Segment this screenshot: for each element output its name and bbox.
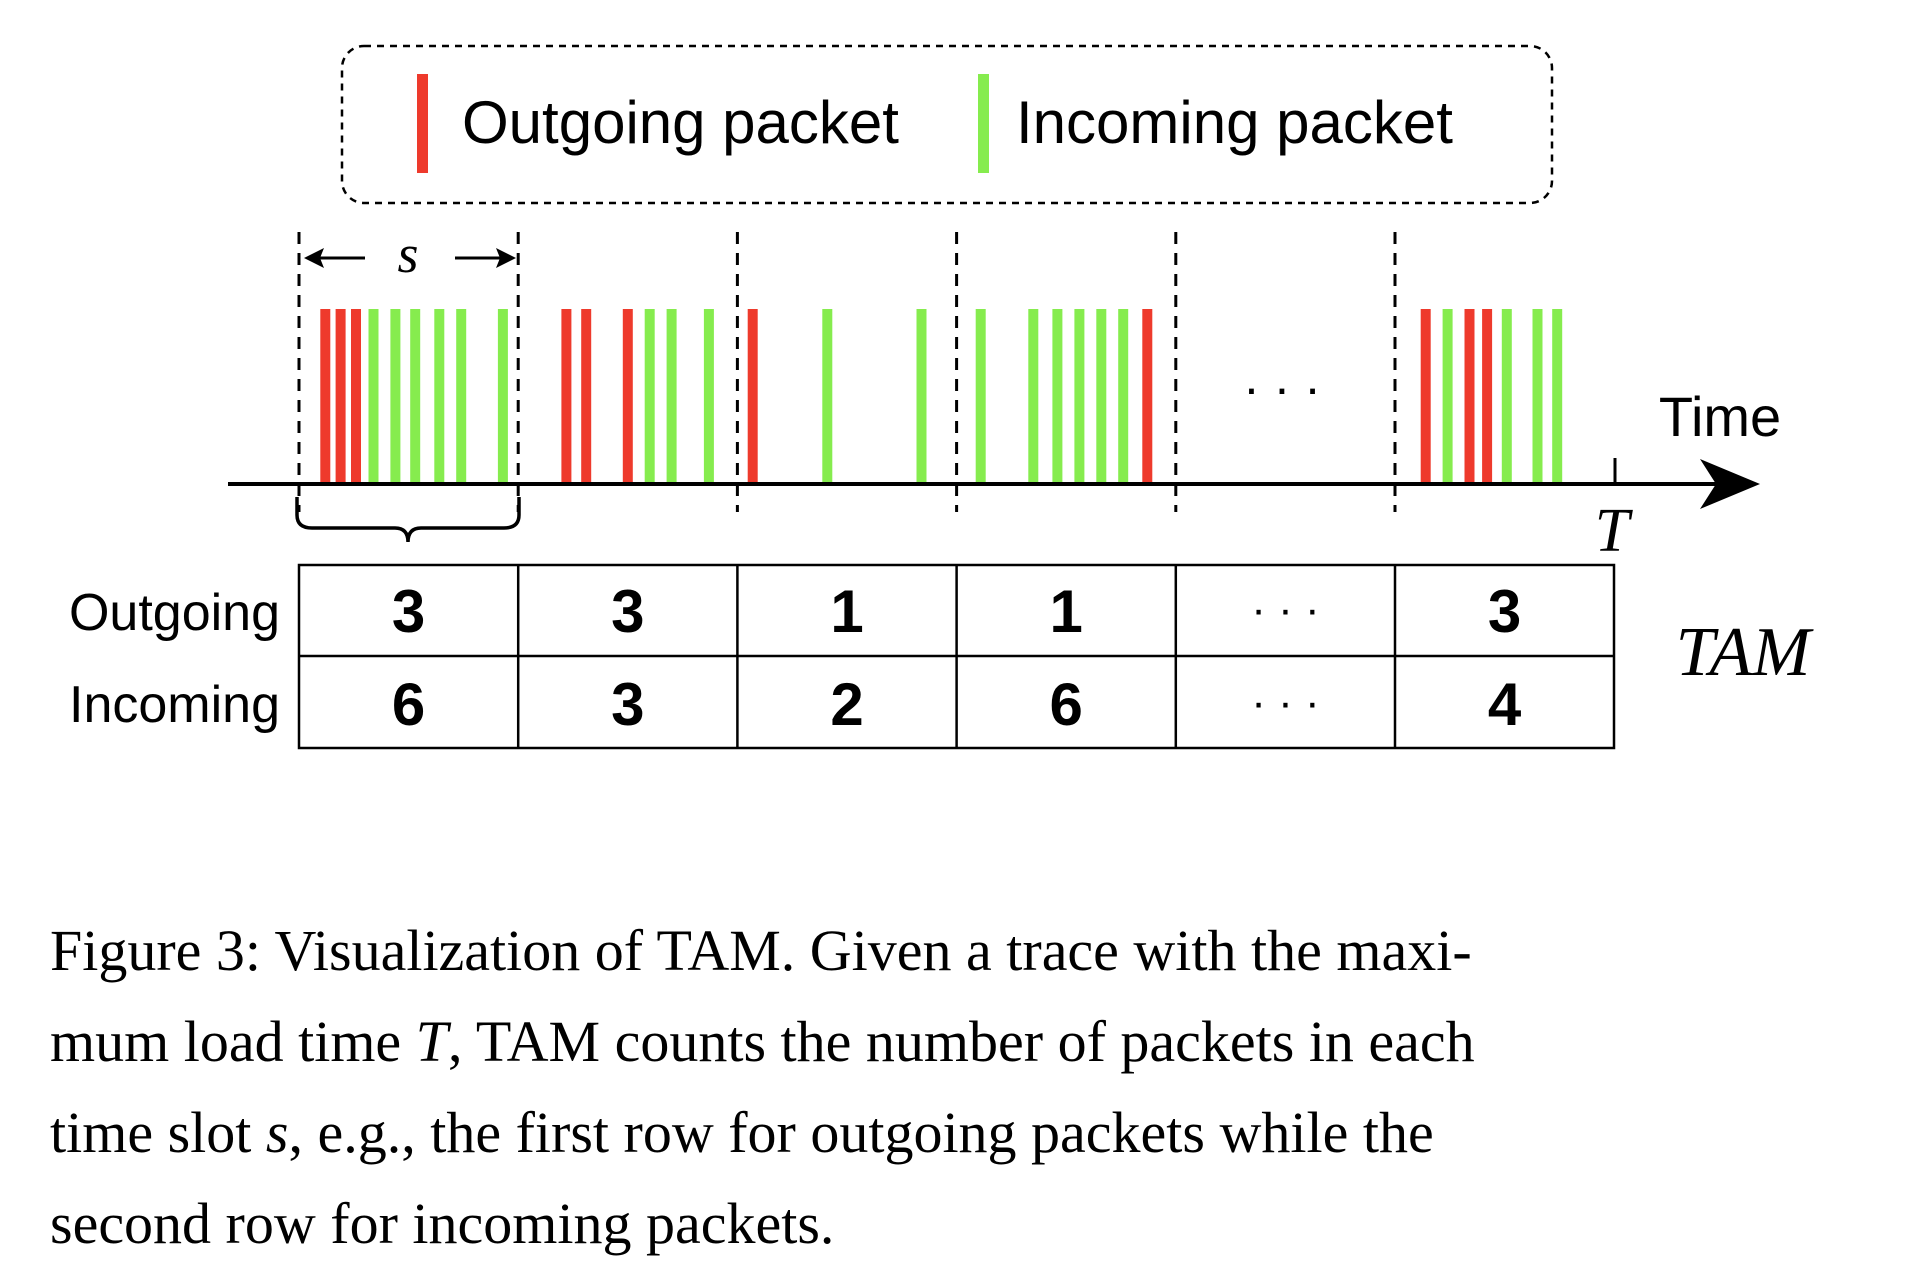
packet-incoming-slot1-4 bbox=[434, 309, 445, 482]
cell-outgoing-5: · · · bbox=[1251, 585, 1319, 634]
cell-outgoing-6: 3 bbox=[1488, 578, 1521, 645]
legend-box bbox=[340, 44, 1554, 205]
packet-incoming-slot1-2 bbox=[390, 309, 401, 482]
timeline-ellipsis: · · · bbox=[1243, 360, 1321, 416]
packet-incoming-slot1-6 bbox=[497, 309, 508, 482]
cell-incoming-6: 4 bbox=[1488, 671, 1522, 738]
cell-incoming-4: 6 bbox=[1050, 671, 1083, 738]
packet-incoming-slot4-5 bbox=[1096, 309, 1107, 482]
packet-outgoing-slot2-3 bbox=[622, 309, 633, 482]
packet-incoming-slot4-6 bbox=[1118, 309, 1129, 482]
packet-incoming-slot1-5 bbox=[456, 309, 467, 482]
row-label-outgoing: Outgoing bbox=[69, 584, 280, 642]
tam-diagram: Outgoing packet Incoming packet s · · · … bbox=[69, 44, 1814, 750]
packet-outgoing-slot1-3 bbox=[351, 309, 361, 482]
legend: Outgoing packet Incoming packet bbox=[340, 44, 1554, 205]
packet-incoming-slot6-2 bbox=[1501, 309, 1512, 482]
cell-outgoing-4: 1 bbox=[1050, 578, 1083, 645]
legend-incoming-label: Incoming packet bbox=[1016, 89, 1453, 156]
tam-label: TAM bbox=[1676, 614, 1814, 691]
caption-line-3-end: , e.g., the first row for outgoing packe… bbox=[288, 1100, 1434, 1165]
caption-line-3: time slot s, e.g., the first row for out… bbox=[50, 1087, 1890, 1178]
time-axis-label: Time bbox=[1659, 385, 1781, 448]
packet-incoming-slot3-1 bbox=[822, 309, 833, 482]
packet-incoming-slot1-3 bbox=[410, 309, 421, 482]
packet-incoming-slot2-1 bbox=[644, 309, 655, 482]
cell-incoming-5: · · · bbox=[1251, 678, 1319, 727]
slot-width-indicator: s bbox=[304, 224, 516, 284]
packet-outgoing-slot6-1 bbox=[1420, 309, 1431, 482]
packet-incoming-slot1-1 bbox=[368, 309, 379, 482]
packet-incoming-slot2-3 bbox=[703, 309, 714, 482]
packet-incoming-slot6-4 bbox=[1552, 309, 1563, 482]
caption-line-2: mum load time T, TAM counts the number o… bbox=[50, 996, 1890, 1087]
packet-outgoing-slot6-2 bbox=[1464, 309, 1475, 482]
packet-outgoing-slot1-2 bbox=[335, 309, 346, 482]
table-cells: 3 3 1 1 · · · 3 6 3 2 6 · · · 4 bbox=[392, 565, 1522, 748]
legend-outgoing-label: Outgoing packet bbox=[462, 89, 899, 156]
packet-incoming-slot4-3 bbox=[1052, 309, 1063, 482]
caption-line-2-start: mum load time bbox=[50, 1009, 416, 1074]
cell-incoming-2: 3 bbox=[611, 671, 644, 738]
packet-incoming-slot6-1 bbox=[1442, 309, 1453, 482]
packet-incoming-slot4-2 bbox=[1028, 309, 1039, 482]
slot-symbol: s bbox=[397, 224, 418, 284]
slot-arrow-right-head bbox=[496, 248, 516, 268]
packet-incoming-slot4-4 bbox=[1074, 309, 1085, 482]
caption-line-2-end: , TAM counts the number of packets in ea… bbox=[447, 1009, 1475, 1074]
packet-outgoing-slot2-1 bbox=[561, 309, 572, 482]
caption-line-3-start: time slot bbox=[50, 1100, 266, 1165]
caption-line-1: Figure 3: Visualization of TAM. Given a … bbox=[50, 918, 1472, 983]
caption-symbol-s: s bbox=[265, 1100, 289, 1165]
packet-incoming-slot4-1 bbox=[975, 309, 986, 482]
time-end-symbol: T bbox=[1595, 497, 1634, 565]
caption-symbol-T: T bbox=[415, 1009, 448, 1074]
caption-line-4: second row for incoming packets. bbox=[50, 1191, 835, 1256]
cell-outgoing-2: 3 bbox=[611, 578, 644, 645]
cell-incoming-3: 2 bbox=[830, 671, 863, 738]
legend-incoming-swatch bbox=[978, 74, 989, 173]
row-label-incoming: Incoming bbox=[69, 676, 280, 734]
slot-boundaries bbox=[297, 232, 1397, 512]
packet-bars bbox=[320, 309, 1563, 482]
packet-incoming-slot2-2 bbox=[666, 309, 677, 482]
cell-outgoing-1: 3 bbox=[392, 578, 425, 645]
packet-incoming-slot3-2 bbox=[916, 309, 927, 482]
cell-outgoing-3: 1 bbox=[830, 578, 863, 645]
time-axis: T Time bbox=[228, 385, 1781, 565]
packet-incoming-slot6-3 bbox=[1532, 309, 1543, 482]
packet-outgoing-slot4-1 bbox=[1142, 309, 1153, 482]
legend-outgoing-swatch bbox=[417, 74, 428, 173]
slot-arrow-left-head bbox=[304, 248, 324, 268]
cell-incoming-1: 6 bbox=[392, 671, 425, 738]
time-axis-arrowhead bbox=[1700, 459, 1760, 509]
packet-outgoing-slot3-1 bbox=[747, 309, 758, 482]
tam-table: Outgoing Incoming 3 3 1 1 · · · 3 6 3 2 6 · · · 4 T… bbox=[69, 563, 1814, 750]
first-slot-brace bbox=[295, 497, 521, 543]
packet-outgoing-slot1-1 bbox=[320, 309, 331, 482]
figure-caption: Figure 3: Visualization of TAM. Given a … bbox=[50, 905, 1890, 1269]
packet-outgoing-slot2-2 bbox=[581, 309, 592, 482]
packet-outgoing-slot6-3 bbox=[1482, 309, 1493, 482]
